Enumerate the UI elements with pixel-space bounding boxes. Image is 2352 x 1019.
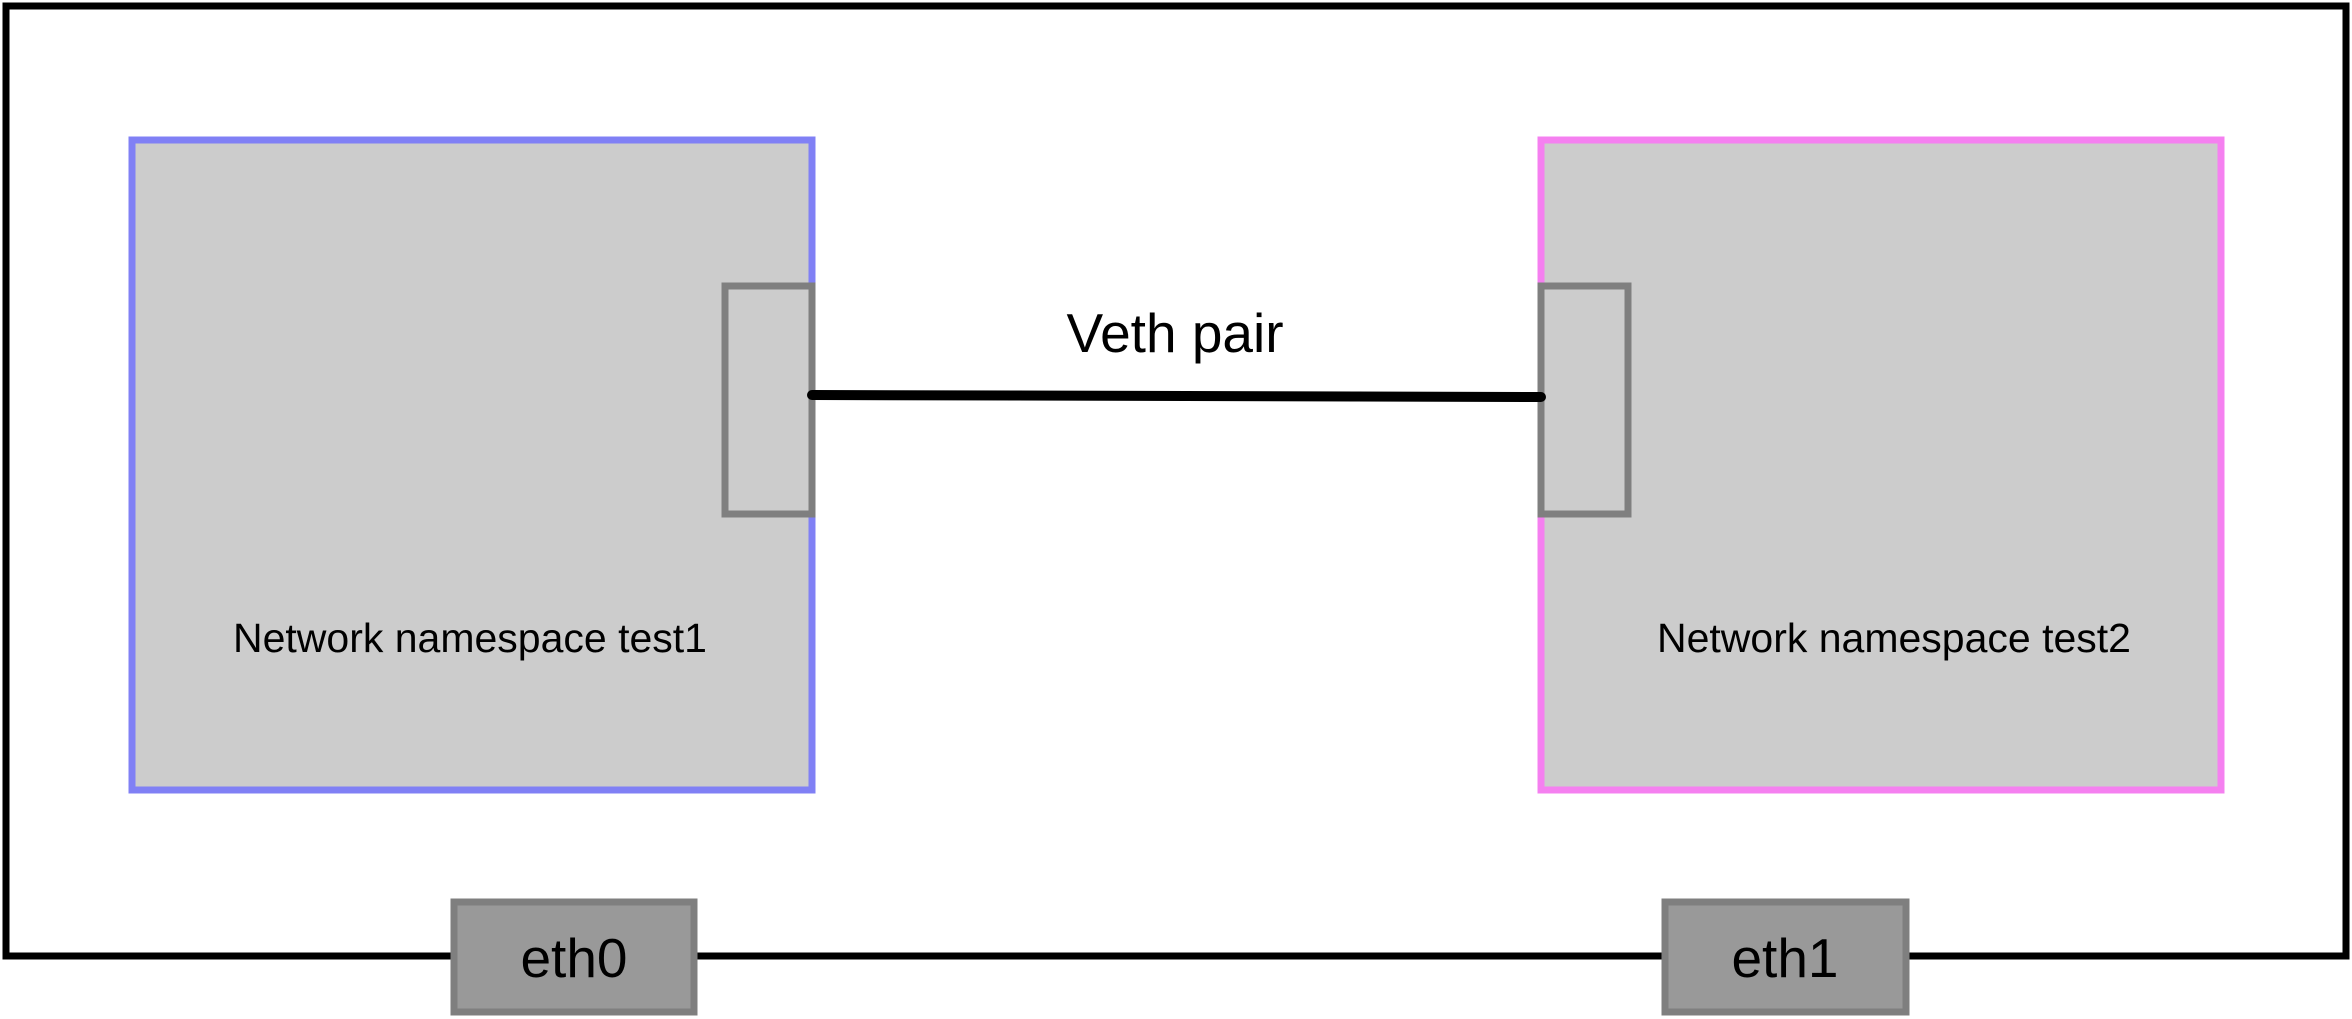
interface-eth1-box xyxy=(1661,898,1910,1016)
namespace-test1: Network namespace test1 xyxy=(128,136,816,794)
veth-endpoint-test1 xyxy=(721,282,816,518)
veth-pair-link xyxy=(807,390,1546,402)
interface-eth0: eth0 xyxy=(450,898,698,1016)
namespace-test1-box xyxy=(128,136,816,794)
namespace-test2-label: Network namespace test2 xyxy=(1657,615,2131,661)
interface-eth1: eth1 xyxy=(1661,898,1910,1016)
namespace-test2-box xyxy=(1537,136,2225,794)
namespace-test2: Network namespace test2 xyxy=(1537,136,2225,794)
interface-eth0-box xyxy=(450,898,698,1016)
namespace-test1-label: Network namespace test1 xyxy=(233,615,707,661)
veth-endpoint-test2 xyxy=(1537,282,1632,518)
interface-eth1-label: eth1 xyxy=(1731,927,1838,989)
veth-pair-label: Veth pair xyxy=(1066,302,1283,364)
interface-eth0-label: eth0 xyxy=(520,927,627,989)
